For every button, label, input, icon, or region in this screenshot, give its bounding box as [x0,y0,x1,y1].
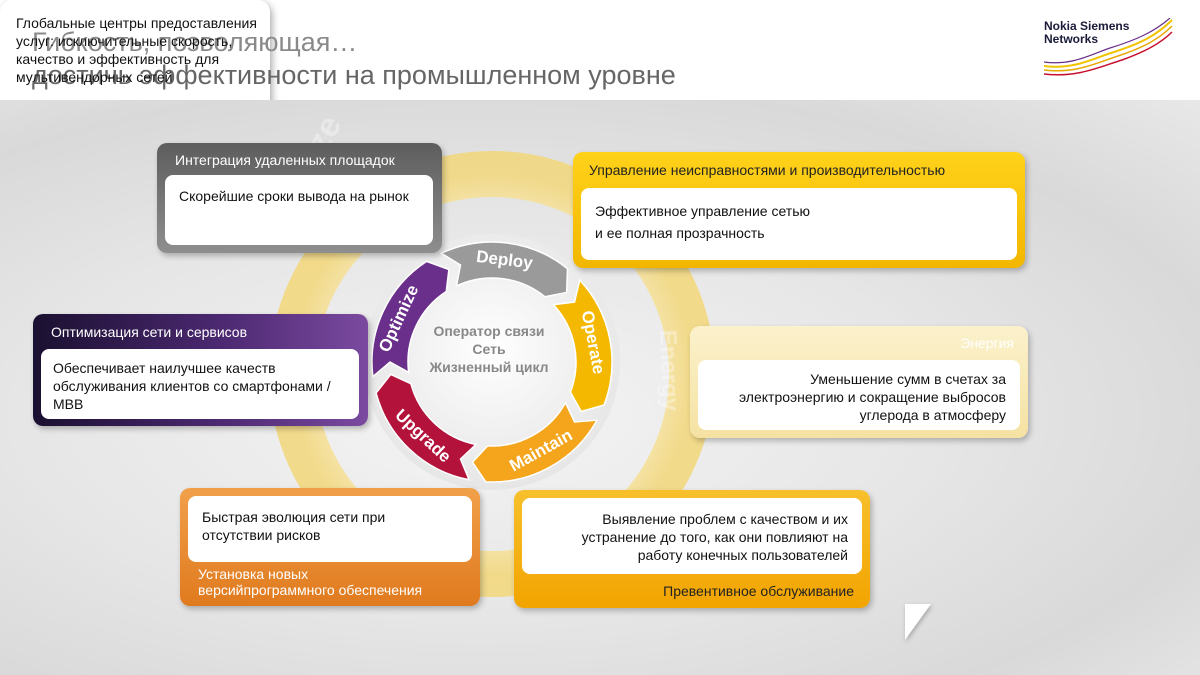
logo-line-2: Networks [1044,32,1099,46]
center-line-2: Сеть [472,341,506,357]
energy-body: Уменьшение сумм в счетах за электроэнерг… [698,360,1020,430]
page-title: Гибкость, позволяющая… достичь эффективн… [32,26,676,92]
optimization-body: Обеспечивает наилучшее качеств обслужива… [41,349,359,419]
title-line-1: Гибкость, позволяющая… [32,27,358,57]
fault-body-line-1: Эффективное управление сетью [595,203,811,219]
cycle-segment-upgrade [375,373,478,481]
upgrade-box: Быстрая эволюция сети при отсутствии рис… [180,488,480,606]
center-line-1: Оператор связи [433,323,545,339]
cycle-segment-operate [551,278,613,413]
fault-management-header: Управление неисправностями и производите… [589,162,946,178]
logo: Nokia Siemens Networks [1044,20,1129,46]
center-line-3: Жизненный цикл [429,359,549,375]
integration-header: Интеграция удаленных площадок [175,152,395,168]
energy-header: Энергия [960,335,1014,351]
fault-management-body: Эффективное управление сетью и ее полная… [581,188,1017,260]
watermark-energy: Energy [654,329,684,412]
preventive-maintenance-box: Выявление проблем с качеством и их устра… [514,490,870,608]
callout-text: Глобальные центры предоставления услуг: … [16,15,257,85]
logo-line-1: Nokia Siemens [1044,19,1130,33]
logo-swoosh-icon [1044,18,1173,76]
integration-body: Скорейшие сроки вывода на рынок [165,175,433,245]
upgrade-body: Быстрая эволюция сети при отсутствии рис… [188,496,472,562]
cycle-segment-optimize [371,260,450,379]
callout-tail [905,604,931,640]
integration-box: Интеграция удаленных площадок Скорейшие … [157,143,442,253]
cycle-segment-maintain [471,401,599,483]
optimization-header: Оптимизация сети и сервисов [51,324,248,340]
fault-body-line-2: и ее полная прозрачность [595,225,765,241]
energy-box: Энергия Уменьшение сумм в счетах за элек… [690,326,1028,438]
cycle-center-label: Оператор связи Сеть Жизненный цикл [404,322,574,376]
upgrade-footer-line-1: Установка новых [198,566,309,582]
preventive-footer: Превентивное обслуживание [663,583,854,599]
cycle-segment-deploy [439,241,569,298]
preventive-body: Выявление проблем с качеством и их устра… [522,498,862,574]
optimization-box: Оптимизация сети и сервисов Обеспечивает… [33,314,368,426]
upgrade-footer-line-2: версийпрограммного обеспечения [198,582,423,598]
title-line-2: достичь эффективности на промышленном ур… [32,60,676,90]
fault-management-box: Управление неисправностями и производите… [573,152,1025,268]
upgrade-footer: Установка новых версийпрограммного обесп… [198,566,422,598]
